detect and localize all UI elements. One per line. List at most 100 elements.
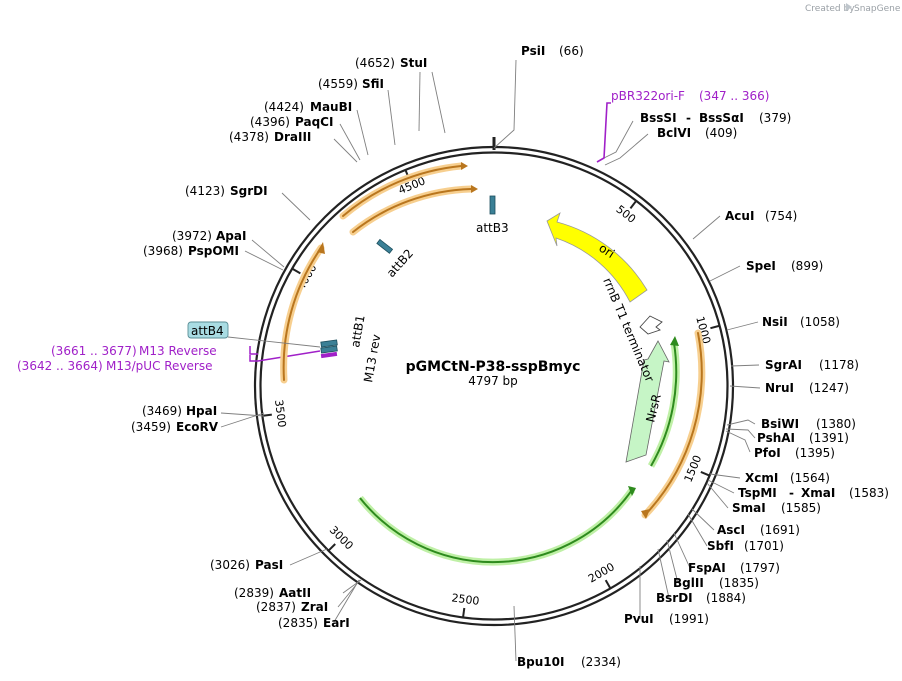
svg-text:(4559): (4559): [318, 77, 358, 91]
svg-text:(2839): (2839): [234, 586, 274, 600]
site-aatii[interactable]: (2839)AatII: [234, 586, 311, 600]
site-pvui[interactable]: PvuI(1991): [624, 612, 709, 626]
site-eari[interactable]: (2835) EarI: [278, 616, 350, 630]
svg-text:AscI: AscI: [717, 523, 745, 537]
orange-arrowheads: [317, 162, 650, 519]
svg-text:attB4: attB4: [191, 324, 224, 338]
svg-text:(1691): (1691): [760, 523, 800, 537]
svg-text:SpeI: SpeI: [746, 259, 776, 273]
svg-text:(2835): (2835): [278, 616, 318, 630]
svg-text:SfiI: SfiI: [362, 77, 384, 91]
site-smai[interactable]: SmaI(1585): [732, 501, 821, 515]
attb3-feature[interactable]: attB3: [476, 195, 509, 235]
site-nrui[interactable]: NruI(1247): [765, 381, 849, 395]
svg-text:(3469): (3469): [142, 404, 182, 418]
site-xcmi[interactable]: XcmI(1564): [745, 471, 830, 485]
attb1-feature[interactable]: attB1: [320, 314, 368, 349]
site-sbfi[interactable]: SbfI(1701): [707, 539, 784, 553]
svg-text:EarI: EarI: [323, 616, 350, 630]
svg-text:(1585): (1585): [781, 501, 821, 515]
svg-text:AcuI: AcuI: [725, 209, 754, 223]
snapgene-brand-text: SnapGene: [854, 4, 901, 14]
site-bsiwi[interactable]: BsiWI(1380): [761, 417, 856, 431]
created-by-text: Created by: [805, 4, 855, 14]
site-pfoi[interactable]: PfoI(1395): [754, 446, 835, 460]
site-ecorv[interactable]: (3459) EcoRV: [131, 420, 219, 434]
svg-text:FspAI: FspAI: [688, 561, 726, 575]
primer-m13-reverse[interactable]: (3661 .. 3677) M13 Reverse (3642 .. 3664…: [17, 344, 321, 373]
tick-mark-3000: [328, 543, 336, 552]
svg-text:(2837): (2837): [256, 600, 296, 614]
site-tspmi[interactable]: TspMI-XmaI(1583): [738, 486, 889, 500]
site-acui[interactable]: AcuI(754): [725, 209, 797, 223]
svg-text:EcoRV: EcoRV: [176, 420, 219, 434]
svg-text:(4396): (4396): [250, 115, 290, 129]
site-maubi[interactable]: (4424)MauBI: [264, 100, 352, 114]
tick-mark-4000: [292, 267, 301, 275]
site-bsssi[interactable]: BssSI-BssSαI(379): [640, 111, 791, 125]
site-psppomi[interactable]: (3968)PspOMI: [143, 244, 239, 258]
site-bclvi[interactable]: BclVI(409): [657, 126, 737, 140]
svg-text:(3661 .. 3677): (3661 .. 3677): [51, 344, 137, 358]
site-hpai[interactable]: (3469)HpaI: [142, 404, 217, 418]
tick-label-2000: 2000: [586, 560, 617, 585]
primer-pbr322ori-f[interactable]: pBR322ori-F (347 .. 366): [596, 89, 769, 163]
tick-mark-1000: [710, 324, 720, 330]
site-bsrdi[interactable]: BsrDI (1884): [656, 591, 746, 605]
plasmid-length: 4797 bp: [468, 374, 518, 388]
tick-mark-3500: [262, 413, 272, 417]
svg-text:(1835): (1835): [719, 576, 759, 590]
site-zrai[interactable]: (2837)ZraI: [256, 600, 328, 614]
ori-feature[interactable]: ori: [546, 212, 648, 303]
site-fspai[interactable]: FspAI (1797): [688, 561, 780, 575]
svg-text:(1391): (1391): [809, 431, 849, 445]
site-asci[interactable]: AscI (1691): [717, 523, 800, 537]
svg-text:PvuI: PvuI: [624, 612, 654, 626]
svg-text:StuI: StuI: [400, 56, 427, 70]
nrsr-feature[interactable]: NrsR: [625, 340, 670, 463]
svg-text:ApaI: ApaI: [216, 229, 246, 243]
site-pshai[interactable]: PshAI (1391): [757, 431, 849, 445]
site-psii[interactable]: PsiI(66): [521, 44, 584, 58]
svg-text:(2334): (2334): [581, 655, 621, 669]
site-nsii[interactable]: NsiI (1058): [762, 315, 840, 329]
svg-text:-: -: [686, 111, 691, 125]
svg-text:PsiI: PsiI: [521, 44, 545, 58]
site-bglii[interactable]: BglII (1835): [673, 576, 759, 590]
site-leader-lines: [220, 59, 761, 662]
svg-text:(1797): (1797): [740, 561, 780, 575]
site-paqci[interactable]: (4396)PaqCI: [250, 115, 333, 129]
svg-text:SgrAI: SgrAI: [765, 358, 802, 372]
svg-text:attB3: attB3: [476, 221, 509, 235]
site-spei[interactable]: SpeI(899): [746, 259, 823, 273]
site-apai[interactable]: (3972)ApaI: [172, 229, 246, 243]
svg-text:BssSαI: BssSαI: [699, 111, 744, 125]
site-sgrai[interactable]: SgrAI(1178): [765, 358, 859, 372]
svg-text:NsiI: NsiI: [762, 315, 788, 329]
svg-text:NrsR: NrsR: [643, 393, 663, 424]
attb4-feature[interactable]: attB4: [187, 321, 338, 354]
svg-text:BsrDI: BsrDI: [656, 591, 693, 605]
site-draiii[interactable]: (4378)DraIII: [229, 130, 311, 144]
svg-text:attB1: attB1: [348, 314, 367, 349]
svg-text:PshAI: PshAI: [757, 431, 795, 445]
svg-text:pBR322ori-F: pBR322ori-F: [611, 89, 685, 103]
svg-text:-: -: [789, 486, 794, 500]
attb2-feature[interactable]: attB2: [376, 238, 416, 280]
site-pasi[interactable]: (3026)PasI: [210, 558, 283, 572]
svg-text:(347 .. 366): (347 .. 366): [699, 89, 769, 103]
svg-text:TspMI: TspMI: [738, 486, 777, 500]
tick-label-500: 500: [614, 203, 639, 226]
svg-text:BssSI: BssSI: [640, 111, 677, 125]
svg-text:(3459): (3459): [131, 420, 171, 434]
svg-text:(1058): (1058): [800, 315, 840, 329]
site-sfii[interactable]: (4559) SfiI: [318, 77, 384, 91]
site-sgrdi[interactable]: (4123)SgrDI: [185, 184, 268, 198]
site-stui[interactable]: (4652)StuI: [355, 56, 427, 70]
svg-text:MauBI: MauBI: [310, 100, 352, 114]
site-bpu10i[interactable]: Bpu10I (2334): [517, 655, 621, 669]
orange-feature-arcs: [280, 162, 706, 519]
svg-text:BglII: BglII: [673, 576, 704, 590]
svg-text:Bpu10I: Bpu10I: [517, 655, 564, 669]
svg-text:(1884): (1884): [706, 591, 746, 605]
